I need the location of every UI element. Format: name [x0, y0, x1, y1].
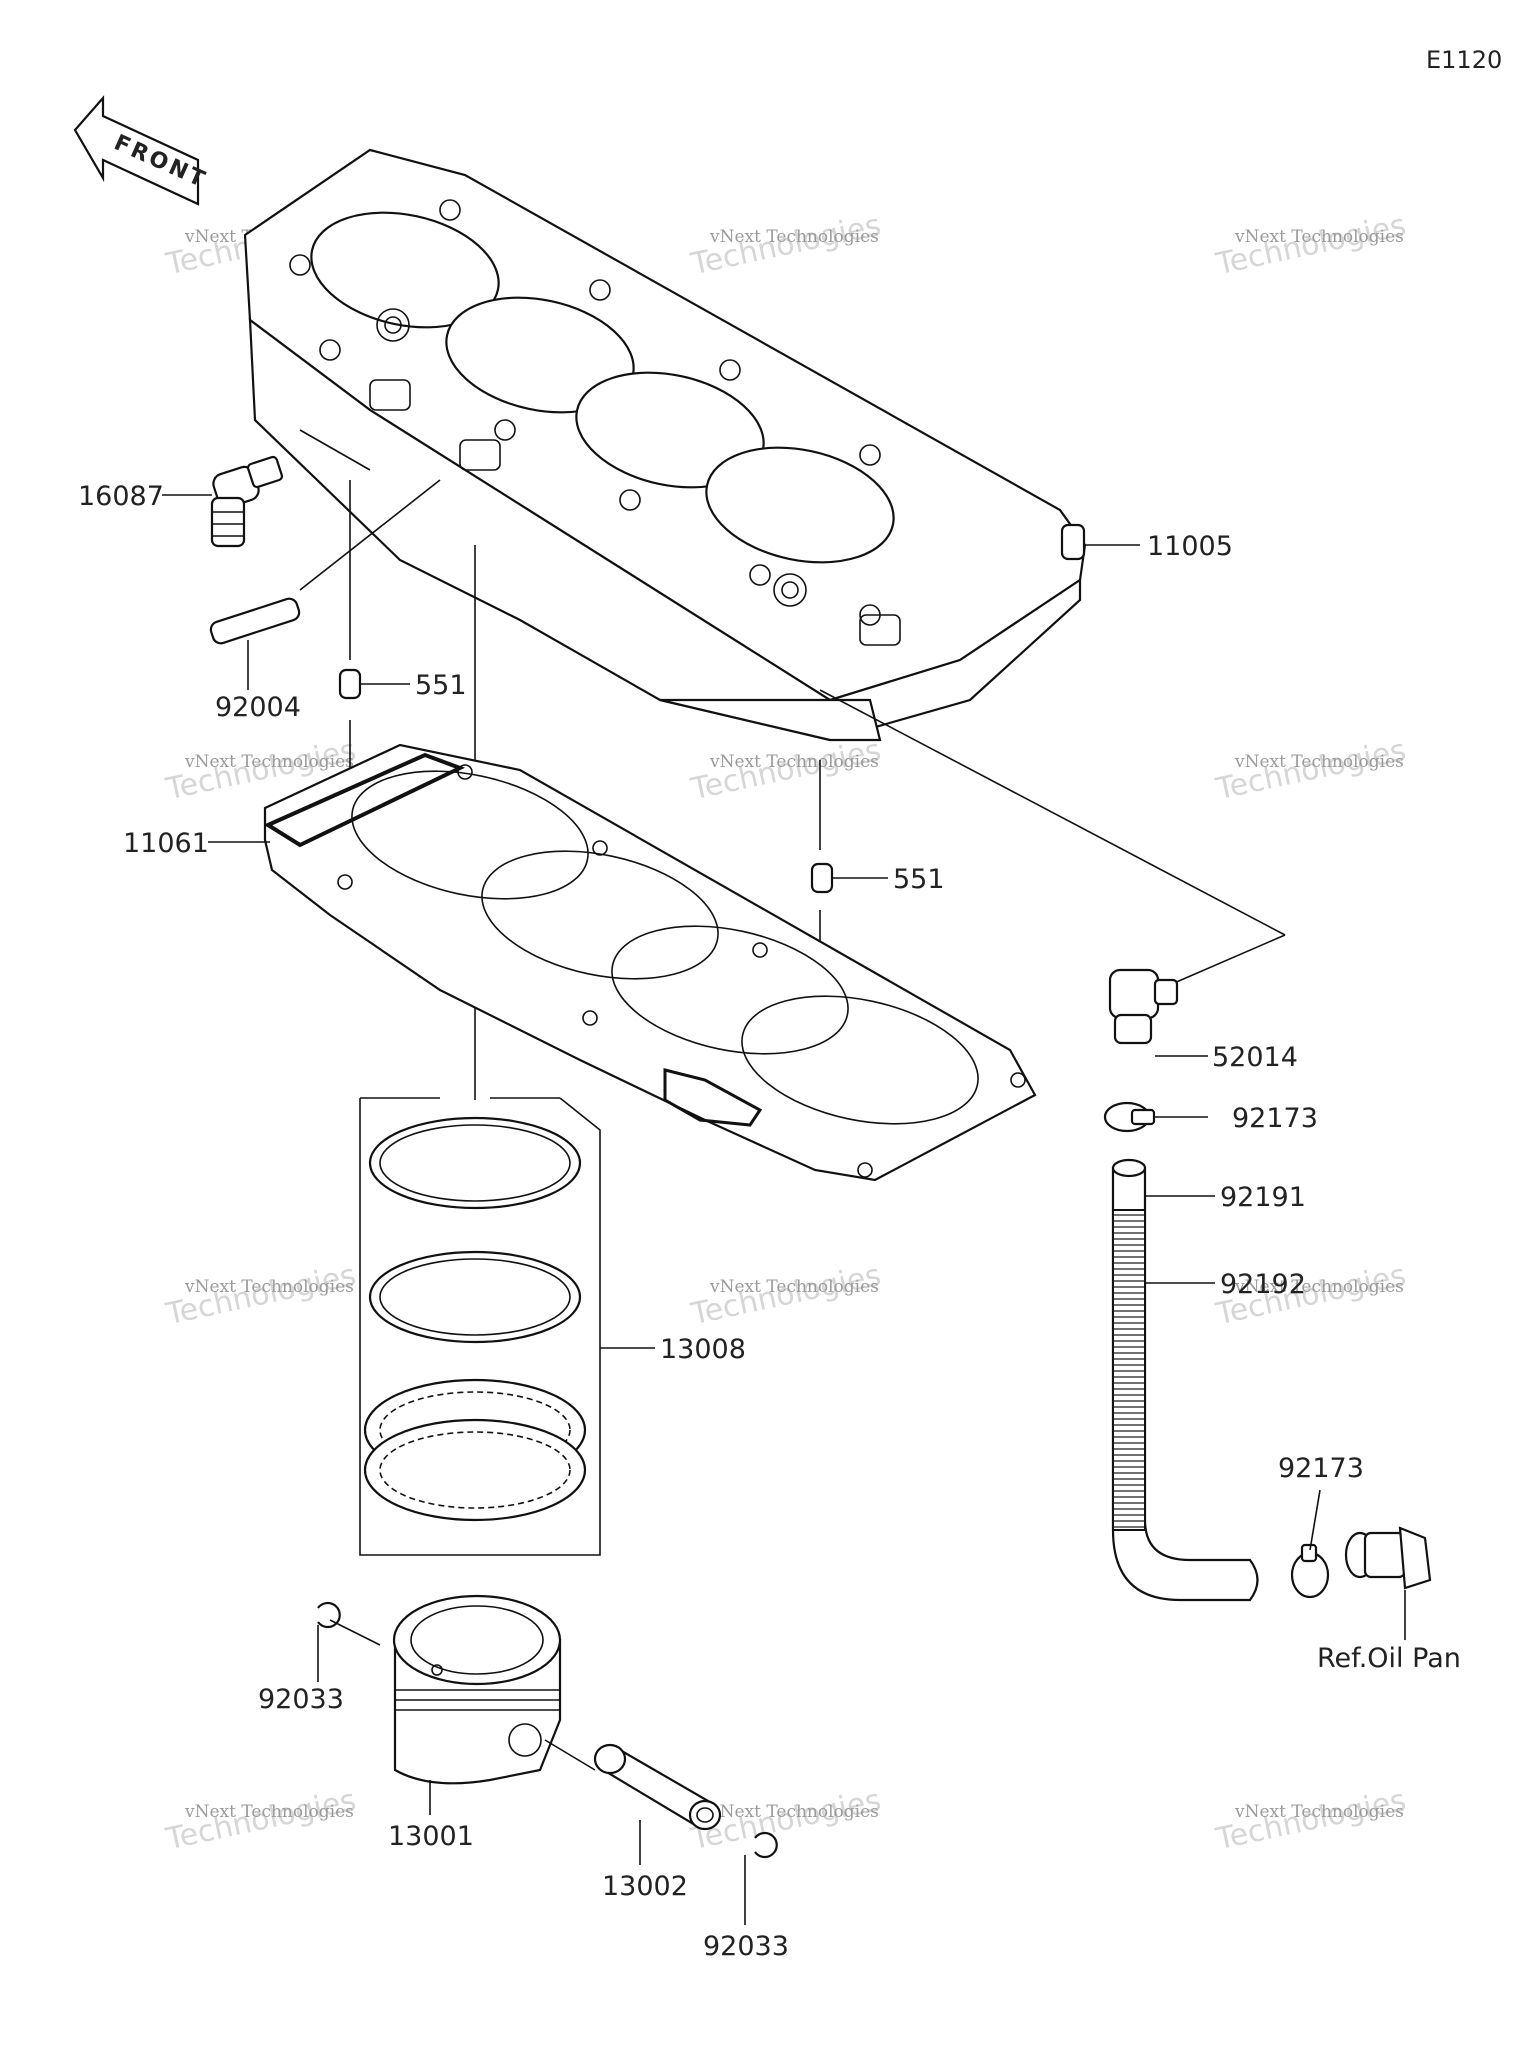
- piston-ring-set-13008: [359, 1097, 601, 1556]
- hose-sleeve-92192: [1112, 1209, 1146, 1531]
- gasket-11061: [263, 743, 1037, 1182]
- svg-text:vNext Technologies: vNext Technologies: [1234, 227, 1404, 247]
- label-13001: 13001: [388, 1821, 474, 1852]
- svg-text:vNext Technologies: vNext Technologies: [184, 1277, 354, 1297]
- fitting-16087: [210, 455, 284, 548]
- svg-text:vNext Technologies: vNext Technologies: [1234, 1277, 1404, 1297]
- svg-text:vNext Technologies: vNext Technologies: [1234, 752, 1404, 772]
- piston-pin-13002: [593, 1743, 722, 1831]
- circlip-92033-a: [317, 1601, 341, 1629]
- elbow-52014: [1108, 968, 1179, 1045]
- label-11061: 11061: [123, 828, 209, 859]
- label-13008: 13008: [660, 1334, 746, 1365]
- front-arrow-icon: FRONT: [73, 95, 211, 206]
- label-92173-a: 92173: [1232, 1103, 1318, 1134]
- dowel-551-a: [338, 668, 362, 700]
- svg-text:vNext Technologies: vNext Technologies: [184, 1802, 354, 1822]
- label-52014: 52014: [1212, 1042, 1298, 1073]
- label-16087: 16087: [78, 481, 164, 512]
- svg-text:vNext Technologies: vNext Technologies: [1234, 1802, 1404, 1822]
- svg-text:vNext Technologies: vNext Technologies: [709, 227, 879, 247]
- diagram-code: E1120: [1426, 46, 1502, 74]
- label-551-b: 551: [893, 864, 945, 895]
- oil-pan-fitting: [1344, 1526, 1432, 1590]
- label-92192: 92192: [1220, 1269, 1306, 1300]
- svg-text:vNext Technologies: vNext Technologies: [709, 1802, 879, 1822]
- piston-13001: [392, 1594, 562, 1785]
- svg-text:vNext Technologies: vNext Technologies: [184, 752, 354, 772]
- hose-92191: [1111, 1158, 1259, 1602]
- label-92173-b: 92173: [1278, 1453, 1364, 1484]
- label-551-a: 551: [415, 670, 467, 701]
- clamp-92173-a: [1103, 1101, 1156, 1133]
- label-11005: 11005: [1147, 531, 1233, 562]
- label-92033-a: 92033: [258, 1684, 344, 1715]
- label-92033-b: 92033: [703, 1931, 789, 1962]
- ref-oil-pan-label: Ref.Oil Pan: [1317, 1643, 1461, 1674]
- label-92191: 92191: [1220, 1182, 1306, 1213]
- stud-92004: [209, 597, 301, 645]
- label-92004: 92004: [215, 692, 301, 723]
- dowel-551-b: [810, 862, 834, 894]
- label-13002: 13002: [602, 1871, 688, 1902]
- circlip-92033-b: [754, 1831, 778, 1859]
- svg-text:vNext Technologies: vNext Technologies: [709, 1277, 879, 1297]
- svg-text:vNext Technologies: vNext Technologies: [709, 752, 879, 772]
- clamp-92173-b: [1290, 1543, 1330, 1599]
- cylinder-block: [243, 148, 1087, 742]
